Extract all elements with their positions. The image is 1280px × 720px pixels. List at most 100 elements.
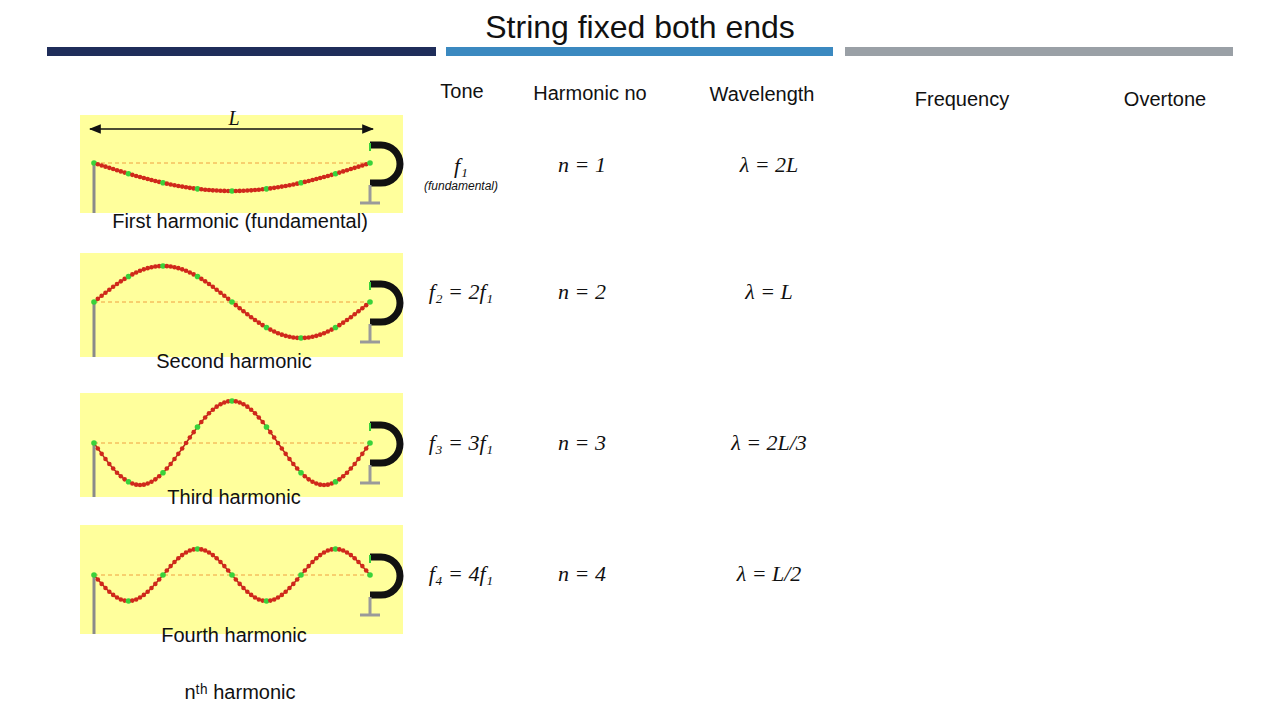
string-bead — [295, 466, 300, 471]
string-bead — [356, 309, 361, 314]
string-bead — [157, 474, 162, 479]
harmonic-cell: n = 2 — [558, 279, 606, 304]
vibrating-string — [91, 546, 400, 634]
column-header: Frequency — [915, 88, 1010, 111]
column-header: Wavelength — [710, 83, 815, 106]
string-bead — [165, 466, 170, 471]
string-bead — [168, 182, 173, 187]
string-bead — [352, 312, 357, 317]
string-bead — [249, 407, 254, 412]
string-bead — [237, 306, 242, 311]
string-bead — [207, 282, 212, 287]
string-bead — [245, 589, 250, 594]
string-bead — [107, 287, 112, 292]
string-panel — [80, 115, 403, 213]
harmonic-caption: First harmonic (fundamental) — [112, 210, 368, 233]
string-bead — [360, 452, 365, 457]
string-bead — [280, 184, 285, 189]
string-bead — [149, 586, 154, 591]
string-bead — [103, 586, 108, 591]
string-panel — [80, 525, 403, 634]
string-bead — [149, 178, 154, 183]
string-bead — [364, 446, 369, 451]
string-bead — [234, 577, 239, 582]
harmonic-cell: n = 4 — [558, 561, 606, 586]
vibrating-string — [91, 263, 400, 357]
string-bead — [298, 572, 304, 578]
string-bead — [96, 446, 101, 451]
column-header: Harmonic no — [533, 82, 646, 105]
string-bead — [142, 176, 147, 181]
fixed-post — [93, 302, 96, 357]
string-bead — [367, 160, 373, 166]
harmonic-caption: nᵗʰ harmonic — [185, 681, 296, 704]
string-bead — [188, 435, 193, 440]
string-bead — [298, 470, 304, 476]
string-bead — [99, 582, 104, 587]
harmonic-caption: Third harmonic — [167, 486, 300, 509]
string-bead — [306, 179, 311, 184]
clamp — [360, 555, 400, 615]
tone-note: (fundamental) — [424, 180, 498, 194]
fixed-post — [93, 443, 96, 497]
string-bead — [119, 474, 124, 479]
string-bead — [180, 553, 185, 558]
harmonic-cell: n = 1 — [558, 152, 606, 177]
string-bead — [138, 595, 143, 600]
string-bead — [306, 477, 311, 482]
string-panel — [80, 393, 403, 497]
string-bead — [145, 589, 150, 594]
string-bead — [345, 470, 350, 475]
string-bead — [111, 284, 116, 289]
string-bead — [345, 318, 350, 323]
string-bead — [264, 424, 270, 430]
string-curve — [94, 266, 370, 338]
wavelength-cell: λ = 2L/3 — [731, 430, 807, 455]
string-bead — [165, 568, 170, 573]
string-bead — [203, 415, 208, 420]
string-bead — [149, 480, 154, 485]
string-bead — [207, 550, 212, 555]
string-curve — [94, 163, 370, 191]
string-bead — [280, 593, 285, 598]
string-bead — [360, 306, 365, 311]
string-bead — [172, 560, 177, 565]
string-bead — [168, 462, 173, 467]
string-bead — [153, 179, 158, 184]
column-header: Tone — [440, 80, 483, 103]
string-bead — [287, 183, 292, 188]
string-bead — [226, 568, 231, 573]
string-bead — [191, 430, 196, 435]
string-bead — [176, 452, 181, 457]
string-bead — [214, 404, 219, 409]
string-bead — [115, 282, 120, 287]
string-bead — [176, 184, 181, 189]
string-bead — [172, 265, 177, 270]
string-bead — [257, 415, 262, 420]
wavelength-cell: λ = 2L — [740, 152, 799, 177]
tone-cell: f₄ = 4f₁ — [429, 561, 493, 586]
string-bead — [306, 564, 311, 569]
string-bead — [229, 572, 235, 578]
string-bead — [276, 441, 281, 446]
string-bead — [349, 553, 354, 558]
string-bead — [107, 589, 112, 594]
string-bead — [241, 309, 246, 314]
string-bead — [237, 582, 242, 587]
string-bead — [306, 335, 311, 340]
string-bead — [257, 320, 262, 325]
string-bead — [172, 457, 177, 462]
string-bead — [168, 264, 173, 269]
string-bead — [234, 303, 239, 308]
string-bead — [180, 446, 185, 451]
wavelength-cell: λ = L/2 — [737, 561, 802, 586]
harmonic-caption: Fourth harmonic — [161, 624, 307, 647]
string-bead — [160, 572, 166, 578]
string-bead — [364, 568, 369, 573]
string-bead — [245, 404, 250, 409]
clamp — [360, 282, 400, 342]
tone-cell: f₃ = 3f₁ — [429, 430, 493, 455]
harmonic-cell: n = 3 — [558, 430, 606, 455]
string-bead — [222, 293, 227, 298]
